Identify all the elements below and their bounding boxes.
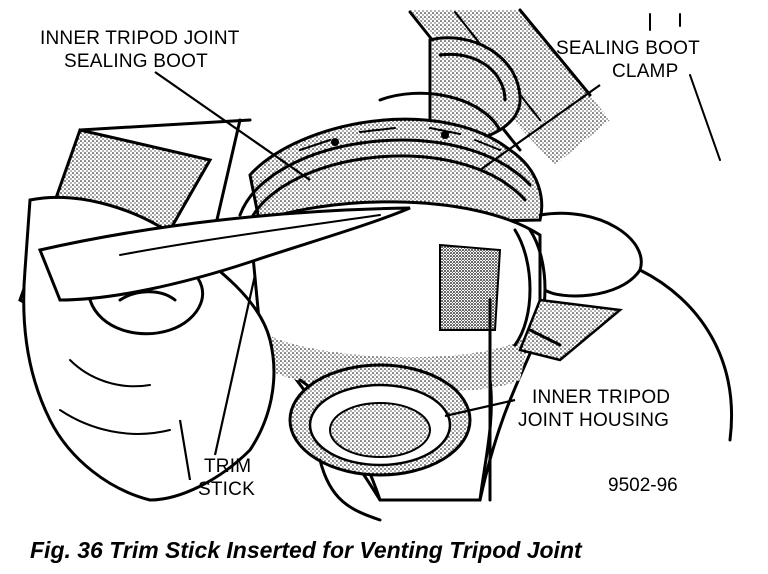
trim-stick-label-line1: TRIM xyxy=(204,456,251,477)
sealing-boot-label-line1: INNER TRIPOD JOINT xyxy=(40,28,240,49)
trim-stick xyxy=(37,206,411,302)
sealing-boot-label-line2: SEALING BOOT xyxy=(64,51,208,72)
figure-caption: Fig. 36 Trim Stick Inserted for Venting … xyxy=(30,537,583,563)
sealing-boot xyxy=(248,36,544,227)
clamp-label-line2: CLAMP xyxy=(612,61,678,82)
housing-label-line2: JOINT HOUSING xyxy=(518,410,669,431)
sealing-boot-clamp xyxy=(238,127,532,227)
housing-label-line1: INNER TRIPOD xyxy=(532,387,670,408)
clamp-label-line1: SEALING BOOT xyxy=(556,38,700,59)
callout-trim-stick: TRIM STICK xyxy=(178,274,257,500)
right-side-components xyxy=(488,13,733,502)
callout-joint-housing: INNER TRIPOD JOINT HOUSING xyxy=(444,387,670,431)
figure-number: 9502-96 xyxy=(608,475,678,496)
callout-sealing-boot-clamp: SEALING BOOT CLAMP xyxy=(479,38,700,171)
inner-tripod-joint-housing xyxy=(248,200,547,522)
trim-stick-label-line2: STICK xyxy=(198,479,255,500)
callout-sealing-boot: INNER TRIPOD JOINT SEALING BOOT xyxy=(40,28,311,181)
